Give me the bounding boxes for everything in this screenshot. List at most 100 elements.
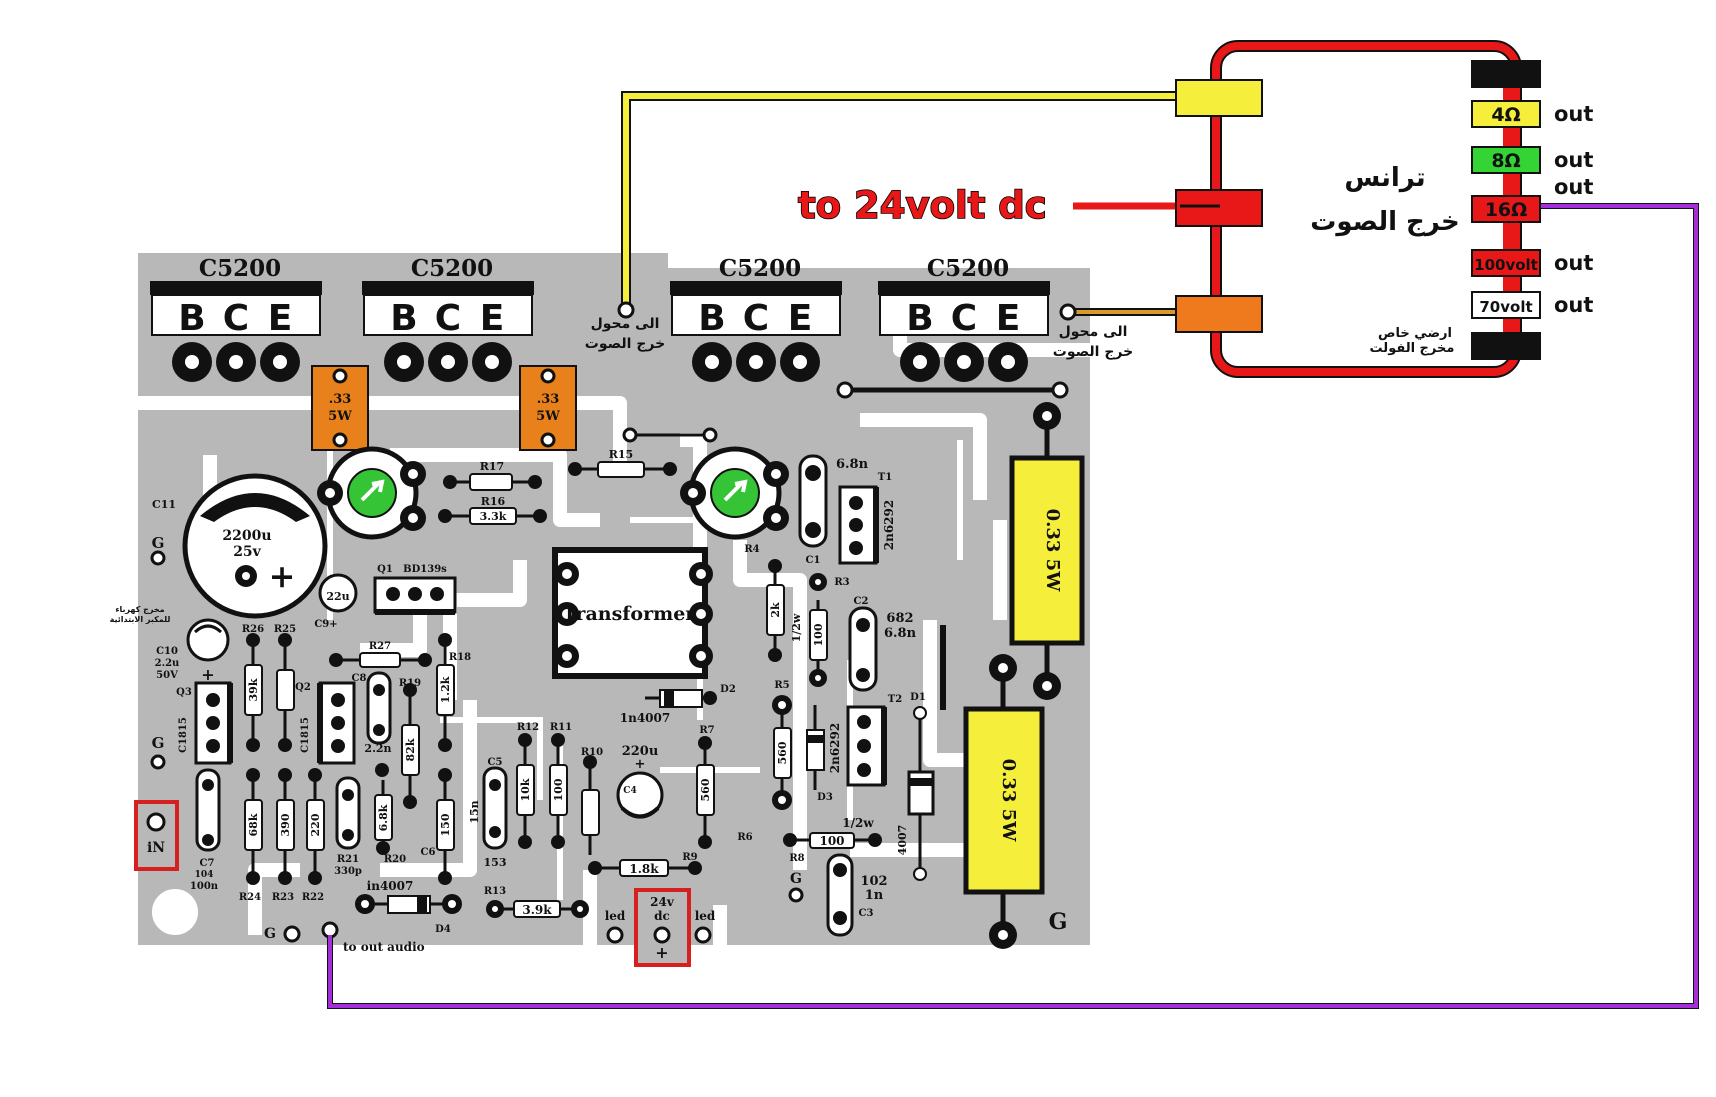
- c11-value: 2200u: [222, 528, 271, 544]
- resistor-r17: R17: [443, 460, 542, 491]
- c6-value: 330p: [334, 866, 362, 877]
- r5-value: 560: [776, 741, 789, 764]
- input-label: iN: [147, 840, 165, 856]
- power-type: dc: [654, 909, 670, 923]
- emitter-res-watts: 5W: [536, 409, 560, 424]
- r7-value: 560: [699, 778, 712, 801]
- r19-value: 82k: [404, 738, 417, 761]
- r20-value: 150: [439, 813, 452, 836]
- power-connector[interactable]: 24v dc +: [634, 888, 691, 967]
- transistor-pin-letter: C: [743, 298, 769, 339]
- capacitor-c11: + 2200u 25v C11: [152, 473, 328, 619]
- tap-label: 8Ω: [1491, 150, 1520, 172]
- diode-d4: in4007 D4: [355, 879, 462, 935]
- c11-plus: +: [269, 557, 296, 595]
- t2-part: 2n6292: [828, 723, 842, 773]
- r17-label: R17: [480, 460, 504, 473]
- d4-part: in4007: [367, 879, 414, 893]
- r15-label: R15: [609, 448, 633, 461]
- note-line-1: مخرج كهرباء: [115, 605, 164, 614]
- output-transformer: ترانس خرج الصوت: [1175, 40, 1522, 378]
- transistor-name: C5200: [719, 255, 801, 282]
- transistor-heatsink-tab: [670, 281, 842, 295]
- c5-label: C5: [488, 757, 503, 768]
- transistor-name: C5200: [411, 255, 493, 282]
- r13-value: 3.9k: [522, 903, 552, 917]
- transistor-pin-letter: B: [390, 298, 417, 339]
- tap-out-label: out: [1554, 293, 1593, 317]
- capacitor-c10: C10 2.2u 50V +: [155, 618, 230, 684]
- c10-value: 2.2u: [155, 658, 180, 669]
- transistor-body: [879, 294, 1049, 336]
- ground-tap-note-1: ارضي خاص: [1378, 326, 1452, 341]
- r18-label: R18: [449, 652, 471, 663]
- r21-value: 6.8k: [377, 804, 390, 831]
- r24-label: R24: [239, 892, 261, 903]
- ground-label-1: G: [152, 534, 165, 552]
- r16-value: 3.3k: [480, 510, 507, 523]
- r4-value: 2k: [769, 602, 782, 618]
- r4-label: R4: [744, 544, 759, 555]
- c5-code: 153: [484, 856, 507, 869]
- c11-label: C11: [152, 498, 176, 511]
- emitter-resistor-right: .33 5W: [519, 365, 577, 451]
- c5-value: 15n: [468, 800, 481, 823]
- tap-label: 70volt: [1479, 298, 1532, 316]
- diode-d2: D2 1n4007: [620, 684, 736, 725]
- emitter-res-value: .33: [329, 392, 352, 407]
- transistor-name: C5200: [927, 255, 1009, 282]
- r24-value: 68k: [247, 813, 260, 836]
- transistor-pin-letter: E: [480, 298, 505, 339]
- svg-text:+: +: [201, 665, 214, 684]
- tap-label: G: [1498, 336, 1514, 358]
- svg-text:+: +: [635, 757, 646, 772]
- trimmer-left: [317, 446, 426, 540]
- r8-value: 100: [819, 834, 844, 848]
- power-plus: +: [655, 943, 668, 962]
- transistor-heatsink-tab: [878, 281, 1050, 295]
- d4-label: D4: [435, 924, 451, 935]
- emitter-res-watts: 5W: [328, 409, 352, 424]
- c11-voltage: 25v: [233, 544, 261, 560]
- r20-label: C6: [421, 847, 436, 858]
- c4-label: C4: [623, 786, 636, 796]
- input-connector[interactable]: iN: [134, 800, 179, 871]
- resistor-r13: R13 3.9k: [484, 886, 589, 918]
- tap-out-label: out: [1554, 175, 1593, 199]
- led-label-right: led: [695, 909, 716, 923]
- tap-out-label: out: [1554, 148, 1593, 172]
- r5-label: R5: [774, 680, 789, 691]
- to-transformer-left-2: خرج الصوت: [585, 336, 665, 352]
- c2-value: 6.8n: [884, 626, 917, 641]
- t2-label: T2: [888, 694, 902, 705]
- r18-value: 1.2k: [439, 676, 452, 703]
- r8-label: R8: [789, 853, 804, 864]
- r25-label: R25: [274, 624, 296, 635]
- r8-watt: 1/2w: [842, 816, 874, 830]
- q1-label: Q1: [377, 564, 393, 575]
- right-component-field: 6.8n T1 2n6292 R4 C1 R3 2k 1/2w 100 C2 6…: [737, 454, 935, 937]
- transistor-pin-letter: E: [788, 298, 813, 339]
- tap-label: 100volt: [1474, 256, 1538, 274]
- r23-value: 390: [279, 813, 292, 836]
- transistor-name: C5200: [199, 255, 281, 282]
- c7-label: C7: [200, 858, 215, 869]
- t1-part: 2n6292: [882, 500, 896, 550]
- t1-label: T1: [878, 472, 892, 483]
- left-component-field: R26 39k R25 R27 C8 R19 82k R18 1.2k 2.2n: [190, 624, 471, 903]
- tap-5: 70volt out: [1471, 291, 1593, 319]
- r21-label: R20: [384, 854, 406, 865]
- transistor-q2: Q2 C1815: [295, 681, 356, 765]
- tap-0: G: [1471, 60, 1541, 88]
- to-24v-dc-label: to 24volt dc: [798, 184, 1047, 227]
- r7-label: R7: [699, 725, 714, 736]
- orange-wire: [1059, 303, 1180, 321]
- transistor-heatsink-tab: [150, 281, 322, 295]
- r26-value: 39k: [247, 678, 260, 701]
- c4-value: 220u: [622, 744, 659, 759]
